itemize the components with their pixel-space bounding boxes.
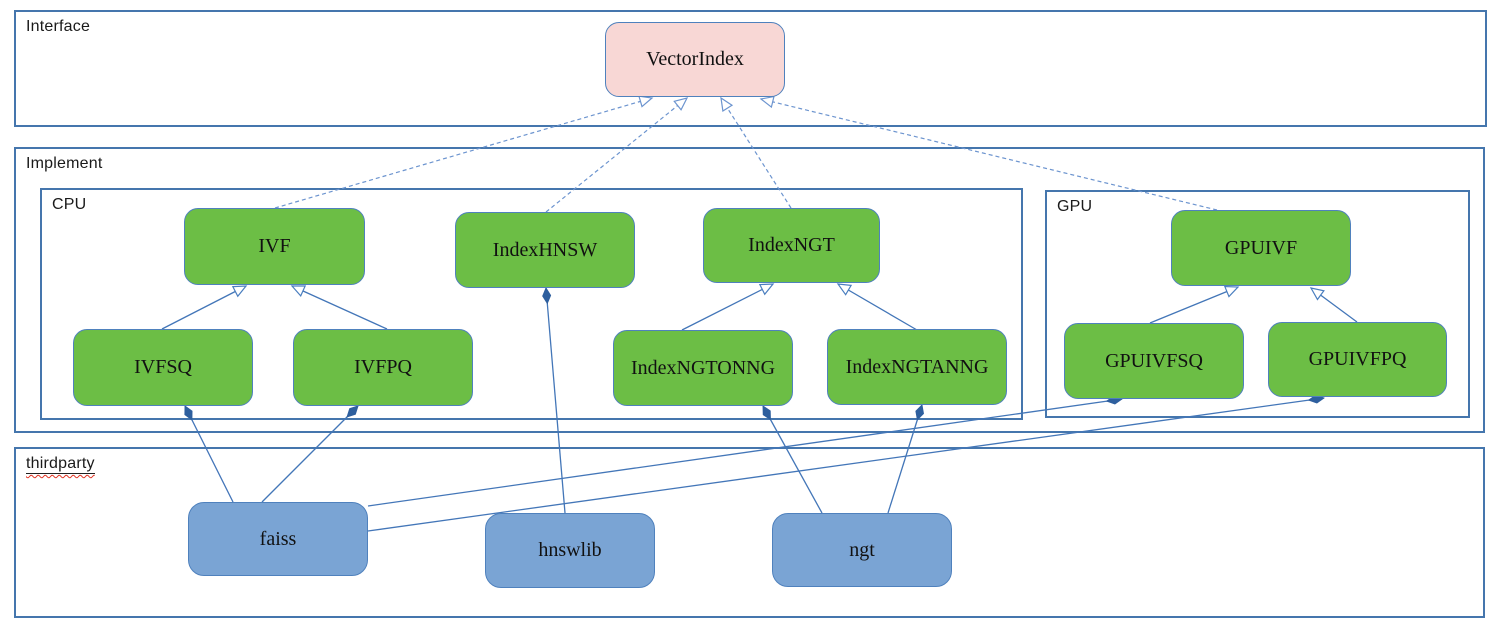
node-faiss-label: faiss [259,527,297,550]
thirdparty-container: thirdparty [14,447,1485,618]
edge-generalization-gpuivfpq-to-gpuivf [1309,287,1358,323]
node-indexngtonng: IndexNGTONNG [613,330,793,406]
interface-container-label: Interface [26,18,91,35]
thirdparty-container-label: thirdparty [26,455,95,474]
edge-generalization-gpuivfsq-to-gpuivf [1149,285,1240,324]
node-indexngtanng: IndexNGTANNG [827,329,1007,405]
edge-realization-index_hnsw-to-vector_index [545,97,689,213]
node-ngt-label: ngt [849,538,875,561]
node-ivf-label: IVF [258,235,291,257]
node-indexngt: IndexNGT [703,208,880,283]
edge-generalization-ivfsq-to-ivf [161,285,248,330]
node-ivf: IVF [184,208,365,285]
edge-composition-index_ngtonng-to-ngt [762,405,823,514]
node-indexhnsw-label: IndexHNSW [492,238,598,261]
node-gpuivfsq-label: GPUIVFSQ [1105,349,1203,372]
node-vectorindex-label: VectorIndex [646,48,744,70]
edge-composition-ivfpq-to-faiss [261,405,359,503]
node-gpuivfpq-label: GPUIVFPQ [1308,348,1407,370]
node-gpuivf: GPUIVF [1171,210,1351,286]
cpu-container-label: CPU [52,196,87,213]
node-ivfsq: IVFSQ [73,329,253,406]
node-indexngt-label: IndexNGT [748,234,835,256]
edge-composition-index_hnsw-to-hnswlib [542,287,566,514]
node-gpuivfpq: GPUIVFPQ [1268,322,1447,397]
edge-realization-index_ngt-to-vector_index [720,96,792,209]
node-indexngtanng-label: IndexNGTANNG [845,355,989,378]
node-ivfsq-label: IVFSQ [134,356,192,378]
gpu-container: GPU [1045,190,1470,418]
implement-container: Implement [14,147,1485,433]
gpu-container-label: GPU [1057,198,1093,215]
edge-composition-index_ngtanng-to-ngt [887,404,924,514]
edge-generalization-index_ngtonng-to-index_ngt [681,283,775,331]
node-ivfpq-label: IVFPQ [354,356,412,378]
edge-generalization-ivfpq-to-ivf [290,285,388,330]
edge-realization-gpuivf-to-vector_index [759,95,1218,211]
node-indexngtonng-label: IndexNGTONNG [630,356,776,379]
node-indexhnsw: IndexHNSW [455,212,635,288]
cpu-container: CPU [40,188,1023,420]
node-vectorindex: VectorIndex [605,22,785,97]
node-ngt: ngt [772,513,952,587]
node-ivfpq: IVFPQ [293,329,473,406]
edge-composition-gpuivfsq-to-faiss [367,395,1123,507]
implement-container-label: Implement [26,155,103,172]
edge-composition-ivfsq-to-faiss [184,405,234,503]
node-gpuivfsq: GPUIVFSQ [1064,323,1244,399]
node-hnswlib: hnswlib [485,513,655,588]
edge-composition-gpuivfpq-to-faiss [367,394,1325,532]
node-hnswlib-label: hnswlib [538,539,602,561]
edge-generalization-index_ngtanng-to-index_ngt [836,283,918,331]
edge-realization-ivf-to-vector_index [274,95,654,209]
interface-container: Interface [14,10,1487,127]
node-faiss: faiss [188,502,368,576]
node-gpuivf-label: GPUIVF [1224,236,1298,259]
